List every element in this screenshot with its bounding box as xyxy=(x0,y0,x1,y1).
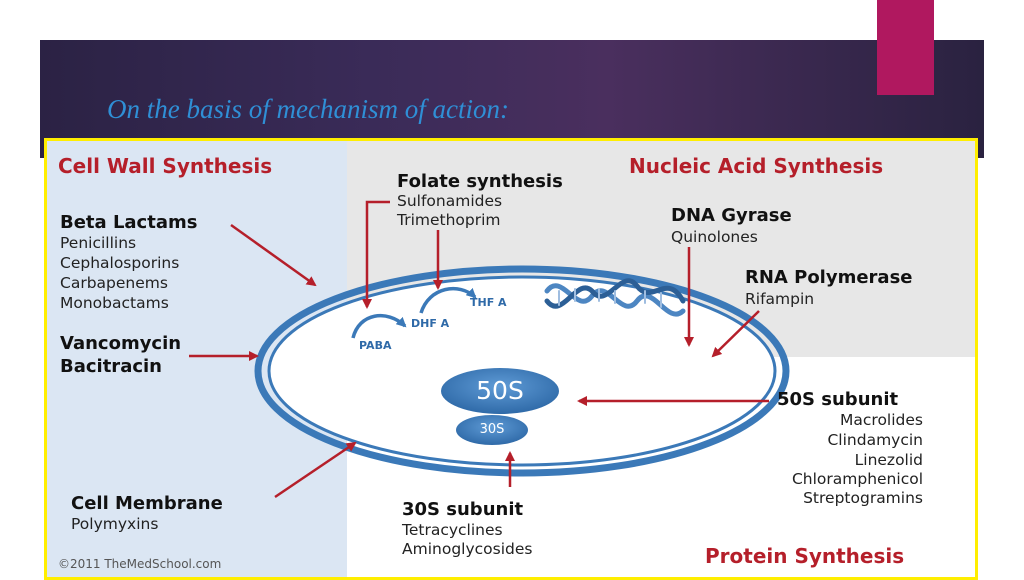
beta-lactams-item: Monobactams xyxy=(60,294,169,312)
ribosome-50s-label: 50S xyxy=(476,376,524,405)
subunit-50s-heading: 50S subunit xyxy=(777,389,899,410)
slide-title: On the basis of mechanism of action: xyxy=(107,94,509,124)
subunit-50s-item: Macrolides xyxy=(840,411,923,429)
beta-lactams-item: Carbapenems xyxy=(60,274,168,292)
folate-arrow-paba xyxy=(362,200,390,309)
vancomycin-label: Vancomycin xyxy=(60,333,182,354)
dhfa-label: DHF A xyxy=(411,317,450,330)
subunit-30s-heading: 30S subunit xyxy=(402,499,524,520)
ribosome-30s-shape xyxy=(456,415,528,445)
rna-polymerase-item: Rifampin xyxy=(745,290,815,308)
dna-gyrase-item: Quinolones xyxy=(671,228,758,246)
folate-item: Trimethoprim xyxy=(397,211,501,229)
cell-membrane-item: Polymyxins xyxy=(71,515,159,533)
section-cell-wall: Cell Wall Synthesis xyxy=(58,154,273,178)
subunit-50s-item: Streptogramins xyxy=(803,489,923,507)
section-nucleic-acid: Nucleic Acid Synthesis xyxy=(629,154,884,178)
copyright-text: ©2011 TheMedSchool.com xyxy=(58,557,222,571)
cell-membrane-heading: Cell Membrane xyxy=(71,493,223,514)
ribosome-30s-label: 30S xyxy=(479,422,505,437)
diagram-graphics xyxy=(47,141,975,577)
subunit-30s-item: Aminoglycosides xyxy=(402,540,533,558)
dna-helix-icon xyxy=(544,278,686,317)
folate-item: Sulfonamides xyxy=(397,192,503,210)
folate-heading: Folate synthesis xyxy=(397,171,563,192)
paba-label: PABA xyxy=(359,339,392,352)
subunit-50s-item: Linezolid xyxy=(854,451,923,469)
ribosome-50s-shape xyxy=(441,368,559,414)
paba-to-dhf-arrow xyxy=(351,314,407,339)
section-protein: Protein Synthesis xyxy=(705,544,905,568)
beta-lactam-arrow xyxy=(230,223,317,287)
beta-lactams-item: Penicillins xyxy=(60,234,137,252)
cell-outer-ring xyxy=(254,265,790,477)
beta-lactams-heading: Beta Lactams xyxy=(60,212,198,233)
subunit-50s-item: Clindamycin xyxy=(827,431,923,449)
thfa-label: THF A xyxy=(470,296,507,309)
bacitracin-label: Bacitracin xyxy=(60,356,162,377)
rna-polymerase-arrow xyxy=(711,310,760,358)
subunit-30s-item: Tetracyclines xyxy=(402,521,503,539)
dhf-to-thf-arrow xyxy=(419,286,477,314)
accent-tab xyxy=(877,0,934,95)
diagram-frame: Cell Wall Synthesis Nucleic Acid Synthes… xyxy=(44,138,978,580)
dna-gyrase-heading: DNA Gyrase xyxy=(671,205,792,226)
beta-lactams-item: Cephalosporins xyxy=(60,254,180,272)
subunit-50s-item: Chloramphenicol xyxy=(791,470,923,488)
cell-membrane-arrow xyxy=(274,441,357,499)
rna-polymerase-heading: RNA Polymerase xyxy=(745,267,913,288)
